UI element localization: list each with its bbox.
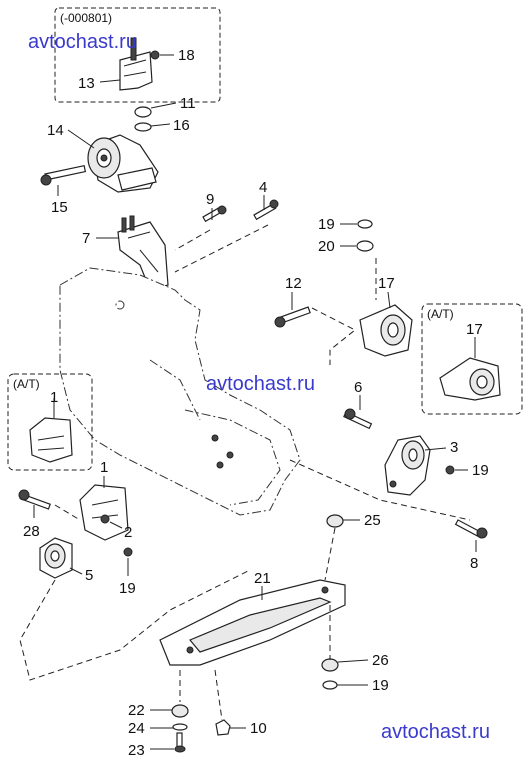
watermark-bottom: avtochast.ru bbox=[381, 721, 490, 743]
callout-8: 8 bbox=[470, 555, 478, 572]
inset-serial-label: (-000801) bbox=[60, 11, 112, 25]
nut-part-25: 25 bbox=[326, 512, 381, 529]
watermark-top: avtochast.ru bbox=[28, 31, 137, 53]
nut-part-10: 10 bbox=[215, 719, 267, 737]
bolt-part-9: 9 bbox=[202, 191, 227, 223]
crossmember-part-21: 21 bbox=[159, 570, 346, 666]
callout-17: 17 bbox=[378, 275, 395, 292]
callout-19-mid-right: 19 bbox=[472, 462, 489, 479]
bolt-part-15: 15 bbox=[40, 164, 87, 216]
bolt-part-4: 4 bbox=[253, 179, 279, 221]
callout-28: 28 bbox=[23, 523, 40, 540]
callout-24: 24 bbox=[128, 720, 145, 737]
callout-7: 7 bbox=[82, 230, 90, 247]
callout-18: 18 bbox=[178, 47, 195, 64]
bushing-part-26: 26 bbox=[321, 652, 389, 672]
bolt-part-6: 6 bbox=[343, 379, 373, 430]
callout-1-inset: 1 bbox=[50, 389, 58, 406]
washer-part-16: 16 bbox=[134, 117, 190, 134]
callout-23: 23 bbox=[128, 742, 145, 759]
callout-21: 21 bbox=[254, 570, 271, 587]
inset-at-left-label: (A/T) bbox=[13, 377, 40, 391]
bolt-part-28: 28 bbox=[18, 489, 51, 540]
callout-6: 6 bbox=[354, 379, 362, 396]
callout-16: 16 bbox=[173, 117, 190, 134]
engine-outline bbox=[59, 267, 301, 516]
callout-9: 9 bbox=[206, 191, 214, 208]
inset-serial-range: (-000801) 13 18 bbox=[54, 7, 221, 103]
callout-17-inset: 17 bbox=[466, 321, 483, 338]
bolt-part-23: 23 bbox=[128, 732, 186, 759]
callout-3: 3 bbox=[450, 439, 458, 456]
inset-at-left: (A/T) 1 bbox=[7, 373, 93, 471]
bracket-part-13 bbox=[119, 51, 153, 91]
bushing-part-22: 22 bbox=[128, 702, 189, 719]
nut-part-11: 11 bbox=[134, 95, 196, 118]
callout-2: 2 bbox=[124, 524, 132, 541]
callout-5: 5 bbox=[85, 567, 93, 584]
nut-part-19-top: 19 bbox=[318, 216, 373, 233]
nut-part-19-left: 19 bbox=[119, 547, 136, 597]
inset-at-right: (A/T) 17 bbox=[421, 303, 523, 415]
callout-19-bottom: 19 bbox=[372, 677, 389, 694]
watermark-middle: avtochast.ru bbox=[206, 373, 315, 395]
callout-25: 25 bbox=[364, 512, 381, 529]
callout-4: 4 bbox=[259, 179, 267, 196]
mount-part-5: 5 bbox=[39, 537, 93, 584]
callout-13: 13 bbox=[78, 75, 95, 92]
nut-part-19-mid-right: 19 bbox=[445, 462, 489, 479]
callout-22: 22 bbox=[128, 702, 145, 719]
callout-20: 20 bbox=[318, 238, 335, 255]
mount-part-17: 17 bbox=[359, 275, 413, 357]
callout-11: 11 bbox=[180, 95, 196, 112]
washer-part-24: 24 bbox=[128, 720, 188, 737]
callout-19-top: 19 bbox=[318, 216, 335, 233]
callout-10: 10 bbox=[250, 720, 267, 737]
washer-part-20: 20 bbox=[318, 238, 374, 255]
callout-12: 12 bbox=[285, 275, 302, 292]
bolt-part-12: 12 bbox=[274, 275, 311, 328]
inset-at-right-label: (A/T) bbox=[427, 307, 454, 321]
bolt-part-2: 2 bbox=[100, 514, 132, 541]
callout-15: 15 bbox=[51, 199, 68, 216]
callout-1: 1 bbox=[100, 459, 108, 476]
bolt-inset bbox=[130, 37, 137, 61]
engine-mount-part-14: 14 bbox=[47, 122, 159, 193]
callout-19-left: 19 bbox=[119, 580, 136, 597]
callout-26: 26 bbox=[372, 652, 389, 669]
bolt-part-8: 8 bbox=[454, 519, 488, 572]
mount-part-3: 3 bbox=[384, 435, 458, 496]
bracket-part-7: 7 bbox=[82, 215, 169, 291]
callout-14: 14 bbox=[47, 122, 64, 139]
nut-part-18 bbox=[150, 50, 160, 60]
nut-part-19-bottom: 19 bbox=[322, 677, 389, 694]
